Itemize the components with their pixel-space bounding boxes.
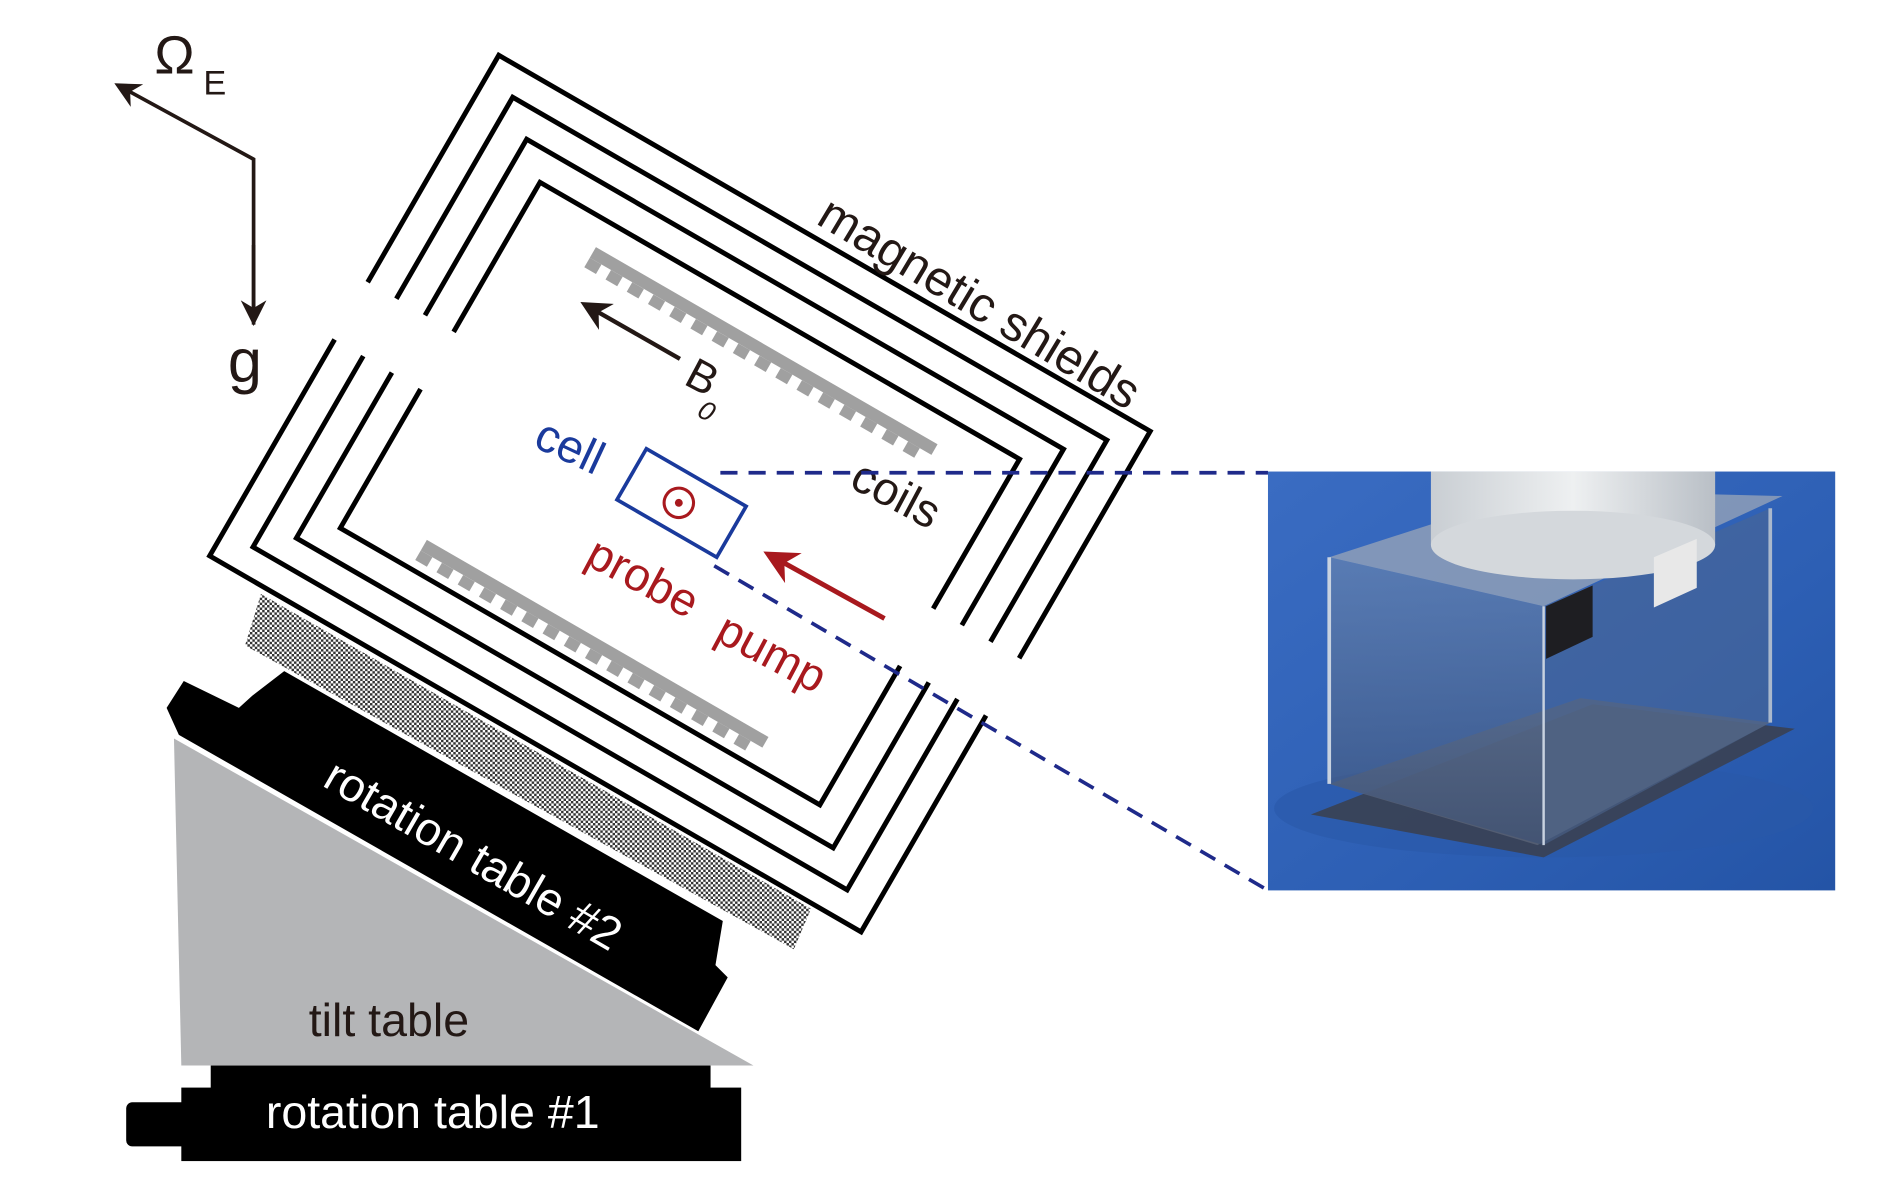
pump-arrow <box>763 551 886 621</box>
omega-label: Ω <box>154 25 194 85</box>
shield-layer-2 <box>249 93 1111 894</box>
magnetic-shields <box>206 51 1154 936</box>
earth-rotation-arrow <box>114 83 256 325</box>
coils-label: coils <box>843 449 950 539</box>
tilt-table-label: tilt table <box>309 994 469 1046</box>
top-coil <box>584 247 938 458</box>
vapor-cell <box>614 446 749 560</box>
omega-subscript: E <box>203 64 226 102</box>
coils <box>415 247 938 751</box>
probe-direction-icon <box>662 486 696 520</box>
tilt-table <box>173 738 754 1066</box>
b0-label: B <box>678 349 727 406</box>
magnetic-shields-label: magnetic shields <box>809 186 1150 420</box>
b0-arrow <box>580 301 681 361</box>
shield-layer-4 <box>336 178 1023 809</box>
shield-layer-3 <box>292 135 1067 852</box>
shield-layer-1 <box>206 51 1154 936</box>
pump-label: pump <box>708 602 835 703</box>
cell-label: cell <box>527 408 612 485</box>
shield-assembly <box>206 51 1154 936</box>
rotation-table-1: rotation table #1 <box>126 1065 742 1162</box>
orientation-axes: Ω E g <box>114 25 267 395</box>
cell-photo <box>1267 471 1836 891</box>
rotation-table-1-label: rotation table #1 <box>266 1086 600 1138</box>
gravity-label: g <box>228 327 262 395</box>
mounting-pad <box>245 594 812 950</box>
zoom-line-bottom <box>713 564 1269 892</box>
bottom-coil <box>415 539 769 751</box>
